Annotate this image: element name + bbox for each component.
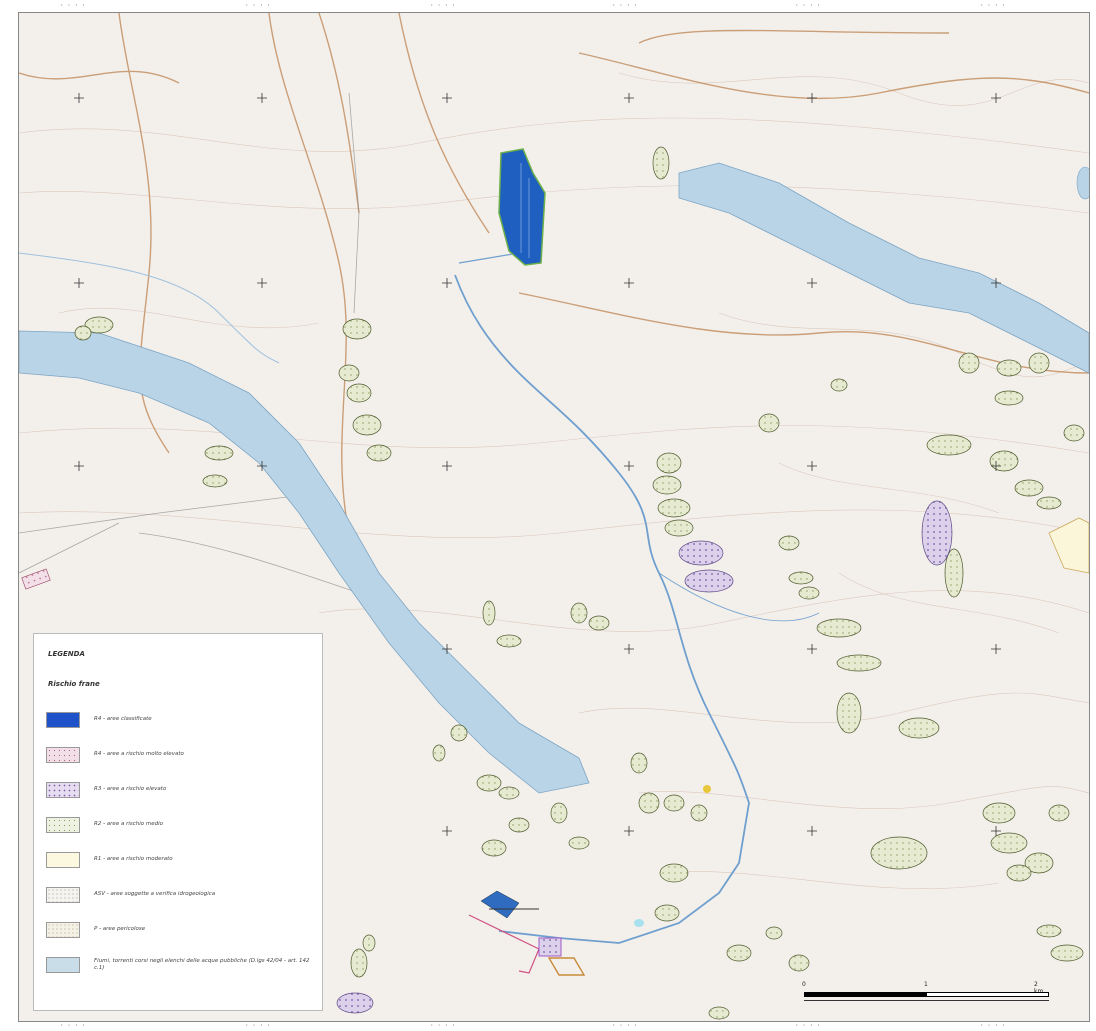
legend-item: R4 - aree a rischio molto elevato [46, 737, 310, 772]
plant-orange [547, 957, 586, 976]
bottom-coordinate-tick: · · · · [60, 1022, 86, 1029]
legend-item: ASV - aree soggette a verifica idrogeolo… [46, 877, 310, 912]
top-coordinate-tick: · · · · [612, 2, 638, 9]
scale-label-0: 0 [802, 981, 806, 988]
top-coordinate-tick: · · · · [795, 2, 821, 9]
landslides-r3 [336, 500, 953, 1014]
scale-bar: 0 1 2 km [802, 981, 1049, 1008]
plant-outline [468, 914, 540, 974]
legend-swatch [46, 781, 80, 798]
main-stream [454, 274, 750, 944]
legend-panel: LEGENDA Rischio frane R4 - aree classifi… [33, 633, 323, 1011]
legend-item: R2 - aree a rischio medio [46, 807, 310, 842]
scale-segment-black [804, 992, 926, 997]
grid-crosses [74, 93, 1001, 836]
top-coordinate-tick: · · · · [60, 2, 86, 9]
roads [19, 13, 1089, 534]
bottom-coordinate-tick: · · · · [612, 1022, 638, 1029]
legend-label: ASV - aree soggette a verifica idrogeolo… [94, 891, 216, 897]
bottom-coordinate-tick: · · · · [795, 1022, 821, 1029]
top-coordinate-tick: · · · · [245, 2, 271, 9]
legend-label: R3 - aree a rischio elevato [94, 786, 167, 792]
plant-blue [480, 890, 520, 919]
scale-label-2: 2 km [1034, 981, 1043, 995]
legend-label: R4 - aree classificate [94, 716, 152, 722]
bottom-coordinate-tick: · · · · [430, 1022, 456, 1029]
reservoir-r4 [498, 148, 546, 266]
legend-swatch [46, 816, 80, 833]
legend-item: P - aree pericolose [46, 912, 310, 947]
bottom-coordinate-tick: · · · · [245, 1022, 271, 1029]
legend-label: R4 - aree a rischio molto elevato [94, 751, 184, 757]
bottom-coordinate-tick: · · · · [980, 1022, 1006, 1029]
legend-item: R4 - aree classificate [46, 702, 310, 737]
legend-swatch [46, 886, 80, 903]
legend-item: R3 - aree a rischio elevato [46, 772, 310, 807]
map-drawing [19, 13, 1089, 1020]
scale-baseline [804, 1000, 1049, 1001]
grey-lines [19, 92, 360, 594]
river-zone-east [678, 162, 1089, 374]
river-zone-west [19, 330, 590, 794]
scale-label-1: 1 [924, 981, 928, 988]
legend-label: Fiumi, torrenti corsi negli elenchi dell… [94, 957, 310, 971]
landslides-r4 [21, 568, 51, 590]
legend-swatch [46, 746, 80, 763]
scale-segment-white [926, 992, 1049, 997]
legend-swatch [46, 851, 80, 868]
legend-swatch [46, 956, 80, 973]
legend-subtitle: Rischio frane [48, 680, 100, 688]
legend-item: R1 - aree a rischio moderato [46, 842, 310, 877]
legend-swatch [46, 711, 80, 728]
legend-item: Fiumi, torrenti corsi negli elenchi dell… [46, 947, 310, 982]
legend-title: LEGENDA [48, 650, 85, 658]
landslides-r2 [74, 146, 1085, 1020]
legend-label: R1 - aree a rischio moderato [94, 856, 173, 862]
top-coordinate-tick: · · · · [980, 2, 1006, 9]
cream-patch [1048, 517, 1089, 574]
legend-label: P - aree pericolose [94, 926, 146, 932]
legend-label: R2 - aree a rischio medio [94, 821, 163, 827]
legend-swatch [46, 921, 80, 938]
top-coordinate-tick: · · · · [430, 2, 456, 9]
plant-purple [538, 937, 562, 957]
